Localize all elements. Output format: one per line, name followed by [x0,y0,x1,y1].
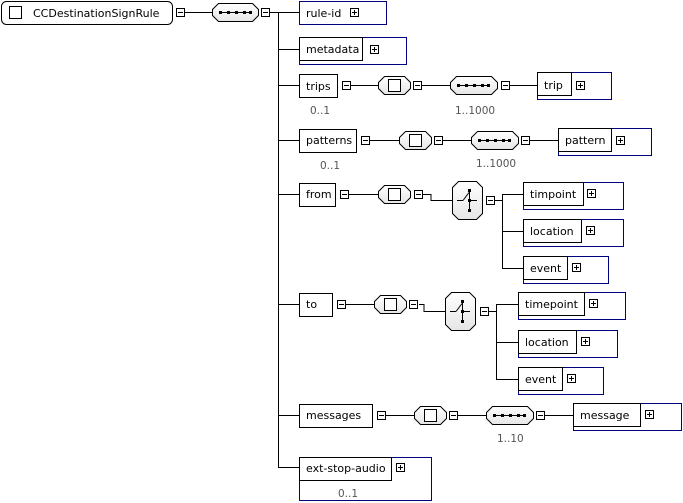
trips-sequence-collapse-icon[interactable] [501,81,510,90]
trips-sequence-compositor[interactable] [450,76,498,95]
plus-box-icon[interactable] [572,263,581,272]
to-element-compositor[interactable] [374,295,407,314]
element-pattern-label: pattern [565,134,605,147]
patterns-collapse-icon[interactable] [361,136,370,145]
element-to[interactable]: to [299,293,333,317]
main-sequence-compositor[interactable] [212,3,259,22]
element-pattern[interactable]: pattern [558,128,652,156]
patterns-sequence-cardinality: 1..1000 [476,158,516,170]
trips-collapse-icon[interactable] [342,81,351,90]
sequence-compositor-icon [493,414,526,417]
plus-box-icon[interactable] [567,374,576,383]
messages-compositor-collapse-icon[interactable] [449,411,458,420]
messages-sequence-compositor[interactable] [486,406,534,425]
element-to-label: to [306,298,317,311]
connector-lines [185,12,573,468]
messages-sequence-collapse-icon[interactable] [536,411,545,420]
to-choice-timepoint[interactable]: timepoint [518,292,626,320]
plus-box-icon[interactable] [581,337,590,346]
plus-box-icon[interactable] [587,189,596,198]
element-icon [424,409,437,422]
element-rule-id[interactable]: rule-id [299,1,387,25]
trips-cardinality: 0..1 [310,105,330,117]
patterns-sequence-compositor[interactable] [471,131,519,150]
element-message-label: message [580,409,630,422]
element-icon [388,188,401,201]
from-choice-location-label: location [530,225,574,238]
root-element-label: CCDestinationSignRule [33,7,160,20]
to-choice-compositor[interactable] [445,292,476,331]
element-messages[interactable]: messages [299,404,373,428]
to-collapse-icon[interactable] [337,300,346,309]
ext-stop-audio-cardinality: 0..1 [338,488,358,500]
to-choice-event-label: event [525,373,557,386]
element-metadata[interactable]: metadata [299,37,407,65]
patterns-compositor-collapse-icon[interactable] [434,136,443,145]
choice-compositor-icon [450,300,470,323]
trips-sequence-cardinality: 1..1000 [455,105,495,117]
element-rule-id-label: rule-id [306,7,341,20]
element-trips-label: trips [306,80,331,93]
plus-box-icon[interactable] [589,299,598,308]
element-metadata-label: metadata [306,43,359,56]
from-collapse-icon[interactable] [340,190,349,199]
from-choice-event[interactable]: event [523,256,609,284]
messages-sequence-cardinality: 1..10 [497,433,524,445]
element-icon [9,6,22,19]
choice-compositor-icon [457,189,477,212]
element-trip-label: trip [544,79,563,92]
sequence-compositor-icon [219,11,252,14]
root-element[interactable]: CCDestinationSignRule [1,1,173,25]
to-choice-timepoint-label: timepoint [525,298,579,311]
messages-collapse-icon[interactable] [377,411,386,420]
trips-element-compositor[interactable] [378,76,411,95]
element-from[interactable]: from [299,183,336,207]
sequence-compositor-icon [457,84,490,87]
element-trip[interactable]: trip [537,72,612,100]
patterns-element-compositor[interactable] [399,131,432,150]
element-patterns[interactable]: patterns [299,129,357,153]
from-compositor-collapse-icon[interactable] [414,190,423,199]
plus-box-icon[interactable] [396,463,405,472]
messages-element-compositor[interactable] [414,406,447,425]
element-icon [409,134,422,147]
plus-box-icon[interactable] [370,45,379,54]
plus-box-icon[interactable] [616,136,625,145]
patterns-cardinality: 0..1 [320,160,340,172]
element-from-label: from [306,188,332,201]
from-element-compositor[interactable] [378,185,411,204]
plus-box-icon[interactable] [576,81,585,90]
sequence-compositor-icon [478,139,511,142]
to-compositor-collapse-icon[interactable] [409,300,418,309]
plus-box-icon[interactable] [645,410,654,419]
root-collapse-icon[interactable] [176,8,185,17]
element-messages-label: messages [306,409,361,422]
element-ext-stop-audio-label: ext-stop-audio [306,462,386,475]
element-icon [384,298,397,311]
to-choice-collapse-icon[interactable] [480,307,489,316]
from-choice-event-label: event [530,262,562,275]
element-ext-stop-audio[interactable]: ext-stop-audio [299,457,432,501]
trips-compositor-collapse-icon[interactable] [413,81,422,90]
to-choice-location-label: location [525,336,569,349]
from-choice-collapse-icon[interactable] [486,196,495,205]
from-choice-timpoint[interactable]: timpoint [523,182,624,210]
to-choice-location[interactable]: location [518,330,618,358]
plus-box-icon[interactable] [586,226,595,235]
main-sequence-collapse-icon[interactable] [261,8,270,17]
element-message[interactable]: message [573,403,682,431]
element-icon [388,79,401,92]
patterns-sequence-collapse-icon[interactable] [521,136,530,145]
element-patterns-label: patterns [306,134,352,147]
from-choice-location[interactable]: location [523,219,624,247]
plus-box-icon[interactable] [350,8,359,17]
to-choice-event[interactable]: event [518,367,604,395]
from-choice-compositor[interactable] [452,181,483,220]
from-choice-timpoint-label: timpoint [530,188,577,201]
element-trips[interactable]: trips [299,74,338,98]
